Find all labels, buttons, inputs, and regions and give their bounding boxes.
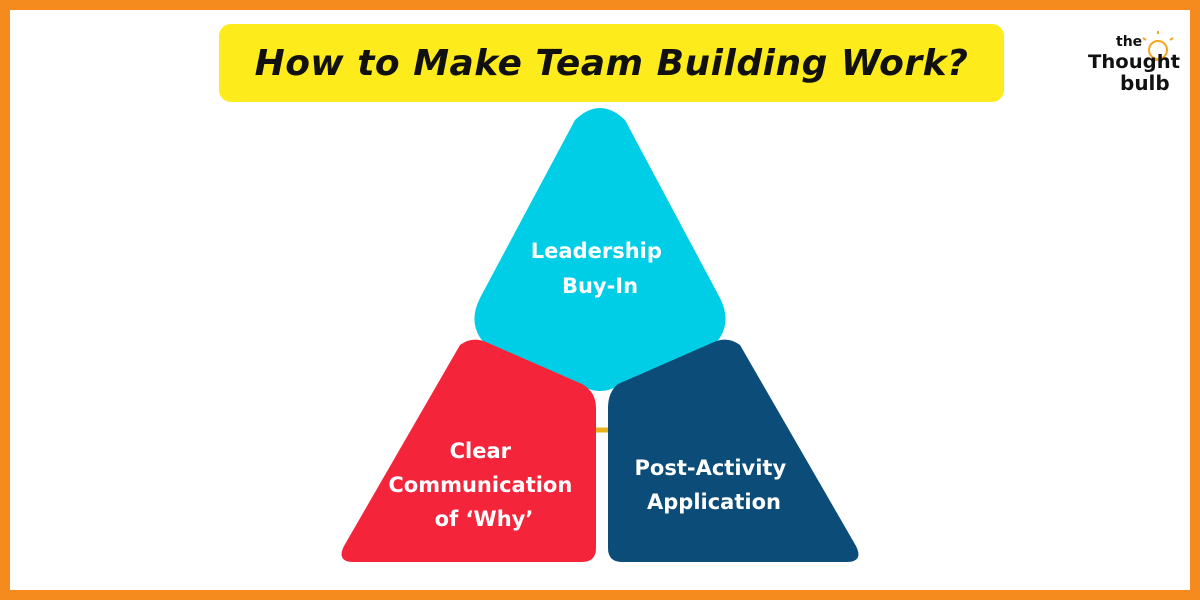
node-application-shape (608, 339, 859, 562)
node-leadership-label: Leadership Buy-In (531, 239, 669, 298)
node-leadership-shape (474, 108, 726, 391)
node-leadership-line-1: Leadership (531, 239, 662, 263)
title-banner: How to Make Team Building Work? (219, 24, 1004, 102)
brand-logo: the Thought bulb (1088, 31, 1180, 94)
node-communication-label: Clear Communication of ‘Why’ (388, 439, 579, 531)
node-leadership-line-2: Buy-In (562, 274, 638, 298)
lightbulb-icon (1142, 31, 1174, 61)
node-application-line-1: Post-Activity (635, 456, 787, 480)
logo-text-bulb: bulb (1120, 71, 1170, 94)
page-title: How to Make Team Building Work? (254, 42, 969, 84)
node-communication-shape (341, 339, 596, 562)
node-application-line-2: Application (647, 490, 781, 514)
node-application-label: Post-Activity Application (635, 456, 794, 514)
logo-text-thought: Thought (1088, 51, 1180, 73)
node-communication-line-2: Communication (388, 473, 572, 497)
node-communication-line-3: of ‘Why’ (435, 507, 534, 531)
logo-text-the: the (1116, 34, 1142, 50)
node-communication-line-1: Clear (450, 439, 512, 463)
